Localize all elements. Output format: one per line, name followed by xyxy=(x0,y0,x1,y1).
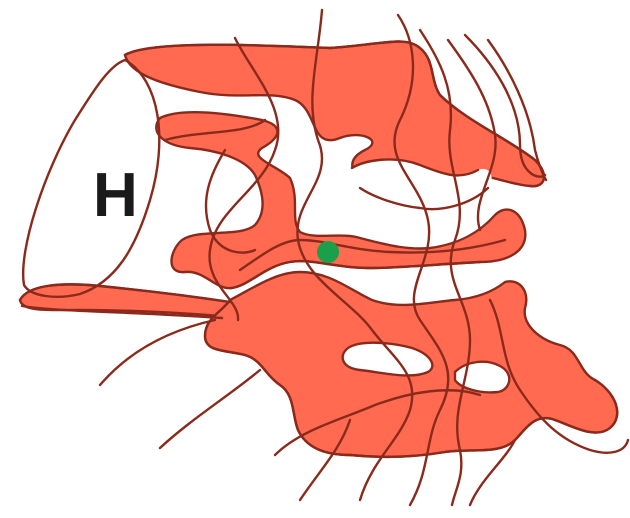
strand-11 xyxy=(100,320,215,385)
strand-10 xyxy=(160,370,260,448)
region-h-outline xyxy=(23,60,159,297)
green-dot-icon xyxy=(317,241,339,263)
region-label-h: H xyxy=(93,161,138,230)
